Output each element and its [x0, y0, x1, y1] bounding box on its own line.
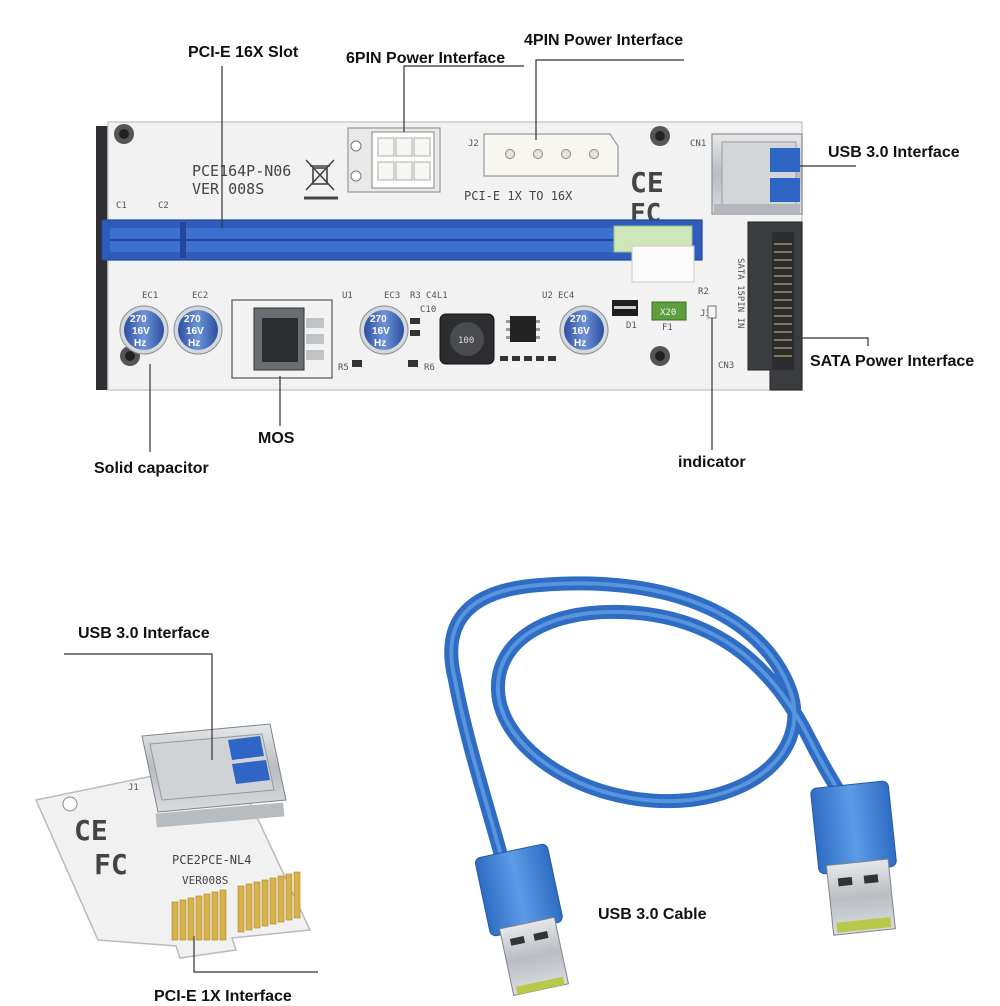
- label-4pin-power: 4PIN Power Interface: [524, 32, 684, 49]
- solid-capacitor-2: 270 16V Hz: [173, 305, 223, 355]
- cap2-hz: Hz: [188, 338, 200, 349]
- adapter-ce-mark: CE: [74, 814, 108, 847]
- u2-label: U2: [542, 291, 553, 301]
- label-indicator: indicator: [678, 454, 746, 471]
- solid-capacitor-4: 270 16V Hz: [559, 305, 609, 355]
- sata-power-connector: SATA 15PIN IN CN3: [718, 221, 803, 391]
- c1-label: C1: [116, 201, 127, 211]
- label-6pin-power: 6PIN Power Interface: [346, 50, 506, 67]
- ec1-label: EC1: [142, 291, 158, 301]
- r6-label: R6: [424, 363, 435, 373]
- cap4-volt: 16V: [572, 326, 590, 337]
- c10-label: C10: [420, 305, 436, 315]
- cn3-label: CN3: [718, 361, 734, 371]
- pcie-16x-slot: [101, 219, 703, 283]
- cap3-value: 270: [370, 314, 387, 325]
- cap3-hz: Hz: [374, 338, 386, 349]
- riser-board: PCE164P-N06 VER 008S J2: [96, 121, 803, 391]
- c2-label: C2: [158, 201, 169, 211]
- c4l1-label: C4L1: [426, 291, 448, 301]
- cap1-hz: Hz: [134, 338, 146, 349]
- inductor-mark: 100: [458, 336, 474, 346]
- riser-version-text: VER 008S: [192, 180, 264, 198]
- cable-plug-right: [810, 780, 897, 936]
- cap4-hz: Hz: [574, 338, 586, 349]
- adapter-version-text: VER008S: [182, 874, 228, 887]
- cap3-volt: 16V: [372, 326, 390, 337]
- r3-label: R3: [410, 291, 421, 301]
- pcie-1x-gold-fingers: [171, 871, 301, 941]
- sata-15pin-label: SATA 15PIN IN: [735, 258, 745, 328]
- cap4-value: 270: [570, 314, 587, 325]
- r5-label: R5: [338, 363, 349, 373]
- r2-label: R2: [698, 287, 709, 297]
- d1-label: D1: [626, 321, 637, 331]
- cap2-value: 270: [184, 314, 201, 325]
- adapter-usb-port: [141, 723, 287, 828]
- label-usb-interface-adapter: USB 3.0 Interface: [78, 625, 210, 642]
- indicator-led: [707, 305, 717, 319]
- riser-conn-text: PCI-E 1X TO 16X: [464, 189, 573, 203]
- j1-label: J1: [128, 783, 139, 793]
- cap1-value: 270: [130, 314, 147, 325]
- weee-bin-icon: [304, 159, 338, 200]
- adapter-board: CE FC PCE2PCE-NL4 VER008S J1: [34, 723, 312, 959]
- usb-3-cable: [444, 576, 897, 996]
- label-sata-power: SATA Power Interface: [810, 353, 975, 370]
- fuse: X20: [651, 301, 687, 321]
- j3-label: J3: [700, 309, 711, 319]
- u1-label: U1: [342, 291, 353, 301]
- cap1-volt: 16V: [132, 326, 150, 337]
- label-usb-interface-riser: USB 3.0 Interface: [828, 144, 960, 161]
- j2-label: J2: [468, 139, 479, 149]
- ec3-label: EC3: [384, 291, 400, 301]
- adapter-model-text: PCE2PCE-NL4: [172, 853, 251, 867]
- ic-chip: [506, 316, 540, 342]
- solid-capacitor-3: 270 16V Hz: [359, 305, 409, 355]
- label-solid-capacitor: Solid capacitor: [94, 460, 209, 477]
- inductor: 100: [439, 313, 495, 365]
- cable-plug-left: [475, 843, 570, 996]
- ec2-label: EC2: [192, 291, 208, 301]
- adapter-fc-mark: FC: [94, 848, 128, 881]
- smd-components: [352, 318, 556, 367]
- riser-leader-lines: [149, 59, 869, 452]
- four-pin-molex-connector: J2: [468, 133, 619, 177]
- riser-usb-port: CN1: [690, 133, 803, 215]
- label-pcie-16x-slot: PCI-E 16X Slot: [188, 44, 299, 61]
- cap2-volt: 16V: [186, 326, 204, 337]
- cn1-label: CN1: [690, 139, 706, 149]
- label-mos: MOS: [258, 430, 295, 447]
- riser-ce-mark: CE: [630, 166, 664, 199]
- fuse-mark: X20: [660, 308, 676, 318]
- riser-model-text: PCE164P-N06: [192, 162, 291, 180]
- f1-label: F1: [662, 323, 673, 333]
- ec4-label: EC4: [558, 291, 574, 301]
- label-usb-cable: USB 3.0 Cable: [598, 906, 707, 923]
- six-pin-connector: [347, 127, 441, 193]
- adapter-leader-lines: [64, 653, 318, 973]
- mos-transistor: [231, 299, 333, 379]
- solid-capacitor-1: 270 16V Hz: [119, 305, 169, 355]
- label-pcie-1x-interface: PCI-E 1X Interface: [154, 988, 292, 1005]
- diode: [612, 300, 638, 316]
